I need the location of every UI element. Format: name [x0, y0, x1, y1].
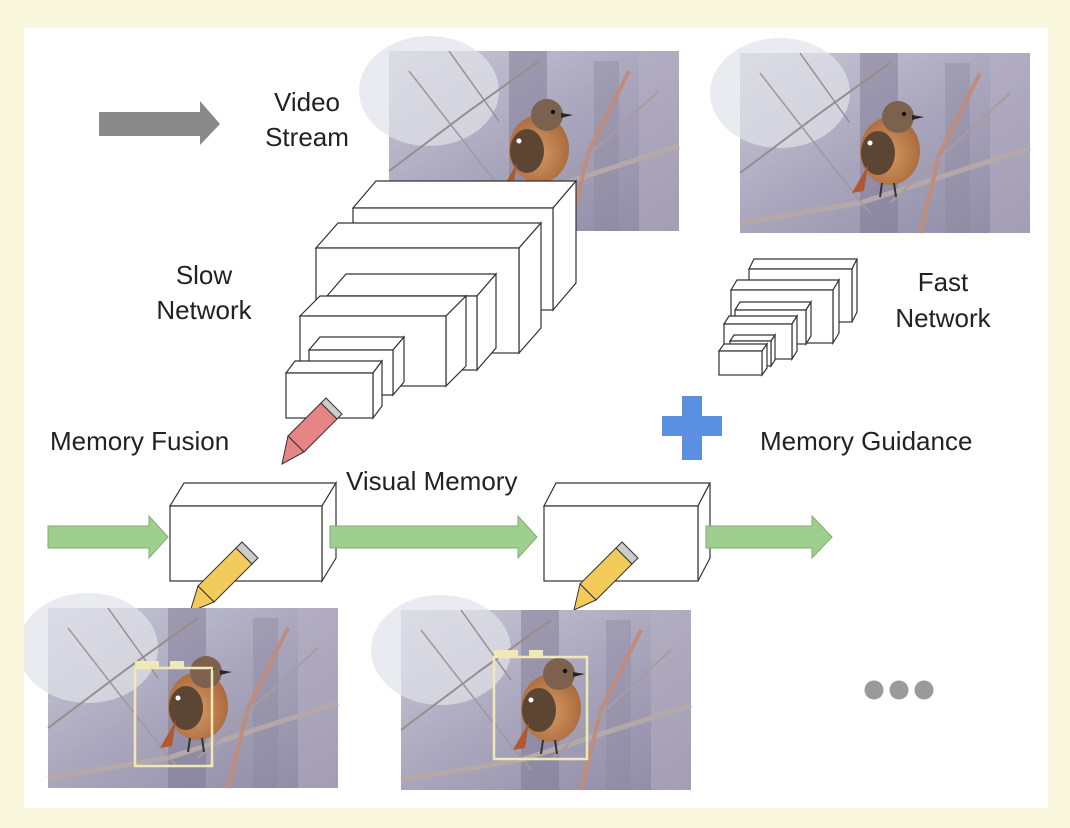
output-frame-2 — [371, 595, 691, 790]
detection-box — [492, 655, 589, 761]
fast-network-label-line2: Network — [895, 303, 991, 333]
video-stream-arrow-icon — [99, 101, 220, 145]
output-arrow-icon — [573, 541, 639, 611]
memory-block-1 — [168, 480, 338, 584]
detection-label-tag — [529, 650, 543, 656]
memory-flow-arrow-icon — [329, 514, 538, 560]
detection-box — [133, 666, 214, 768]
diagram-canvas: Video Stream — [24, 28, 1048, 808]
output-frame-1 — [24, 593, 338, 788]
slow-network-layers — [284, 179, 578, 420]
fast-network-layers — [717, 258, 858, 377]
diagram-panel: Video Stream — [24, 28, 1048, 808]
slow-network-label-line2: Network — [156, 295, 252, 325]
video-stream-label-line1: Video — [274, 87, 340, 117]
detection-label-tag — [170, 661, 184, 667]
output-arrow-icon — [189, 541, 259, 613]
memory-fusion-label: Memory Fusion — [50, 426, 229, 456]
memory-guidance-label: Memory Guidance — [760, 426, 972, 456]
visual-memory-label: Visual Memory — [346, 466, 517, 496]
memory-flow-arrow-icon — [47, 514, 169, 560]
memory-guidance-plus-icon — [662, 396, 722, 460]
memory-fusion-arrow-icon — [281, 397, 343, 465]
memory-flow-arrow-icon — [705, 514, 833, 560]
video-stream-label-line2: Stream — [265, 122, 349, 152]
ellipsis-icon — [864, 680, 934, 700]
detection-label-tag — [494, 650, 518, 656]
video-frame-2 — [710, 38, 1030, 233]
slow-network-label-line1: Slow — [176, 260, 233, 290]
fast-network-layer — [717, 342, 769, 377]
detection-label-tag — [135, 661, 159, 667]
fast-network-label-line1: Fast — [918, 267, 969, 297]
